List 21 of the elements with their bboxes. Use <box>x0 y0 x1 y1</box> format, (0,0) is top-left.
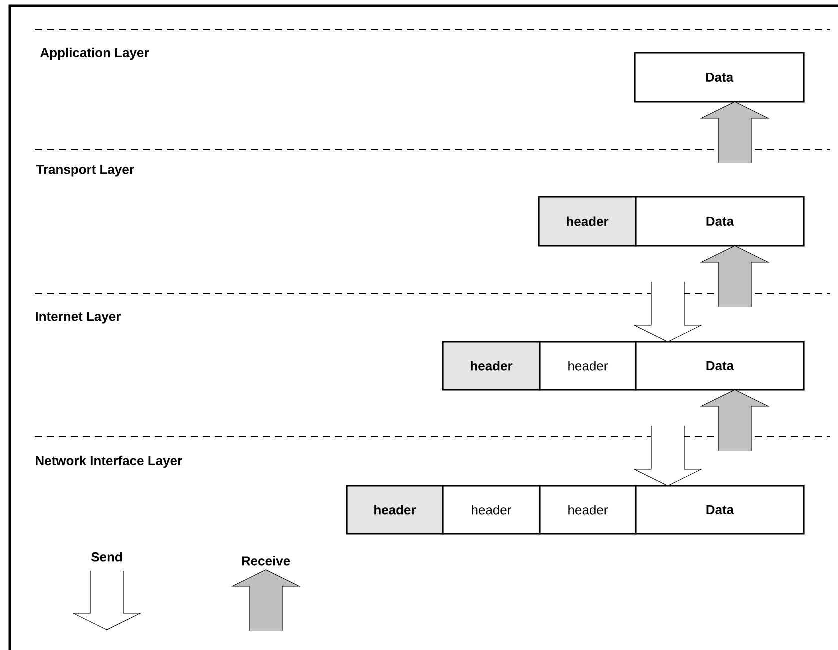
legend-label: Send <box>92 552 122 562</box>
layer-label: Transport Layer <box>36 165 134 177</box>
header-cell: header <box>442 341 541 391</box>
block-arrow <box>633 282 703 342</box>
layer-label: Internet Layer <box>36 312 121 324</box>
data-cell: Data <box>635 341 805 391</box>
data-cell: Data <box>634 52 805 103</box>
header-cell: header <box>539 485 637 535</box>
block-arrow <box>700 102 770 164</box>
header-cell: header <box>538 196 637 247</box>
layer-label: Network Interface Layer <box>36 456 182 468</box>
header-cell: header <box>442 485 541 535</box>
block-arrow <box>700 246 770 308</box>
layer-label: Application Layer <box>40 48 150 60</box>
block-arrow <box>633 426 703 486</box>
header-cell: header <box>539 341 637 391</box>
data-cell: Data <box>635 485 805 535</box>
header-cell: header <box>346 485 444 535</box>
data-cell: Data <box>635 196 805 247</box>
legend-label: Receive <box>242 556 290 566</box>
block-arrow <box>700 390 770 452</box>
